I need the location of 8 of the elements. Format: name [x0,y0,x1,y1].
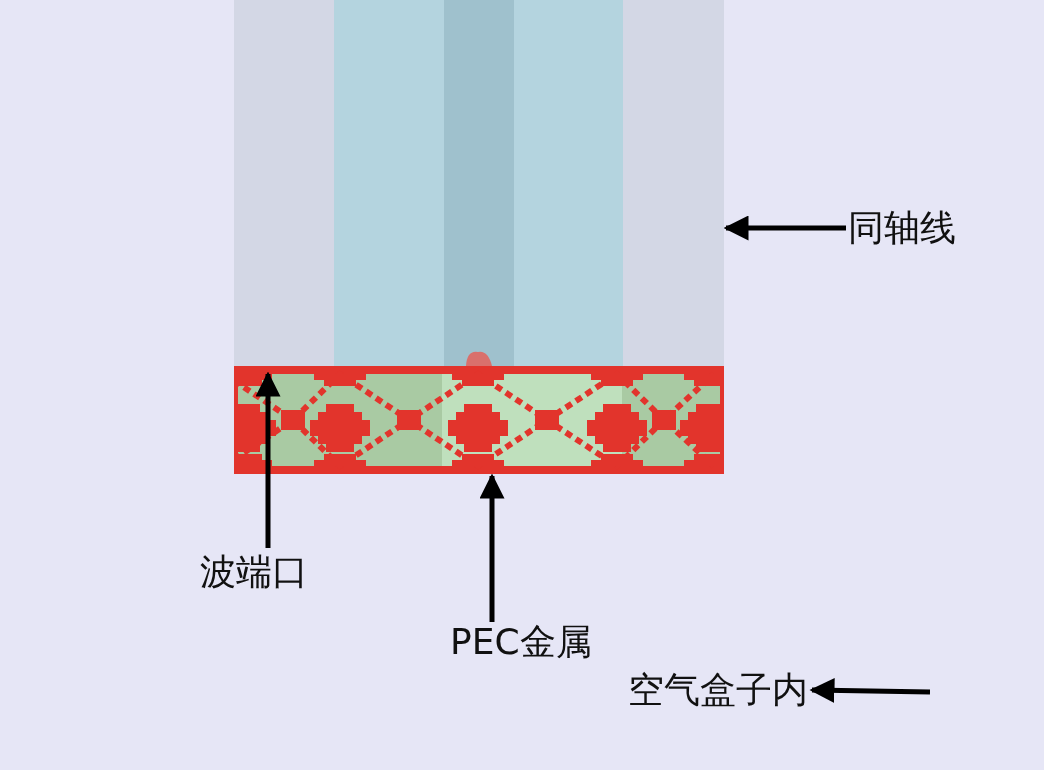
arrow [809,677,931,703]
callout-label: 同轴线 [848,206,956,250]
arrow [723,215,846,241]
callout-label: PEC金属 [450,620,592,664]
arrow [255,371,281,548]
arrow [479,473,505,622]
callout-label: 空气盒子内 [628,668,808,712]
callout-label: 波端口 [200,550,308,594]
